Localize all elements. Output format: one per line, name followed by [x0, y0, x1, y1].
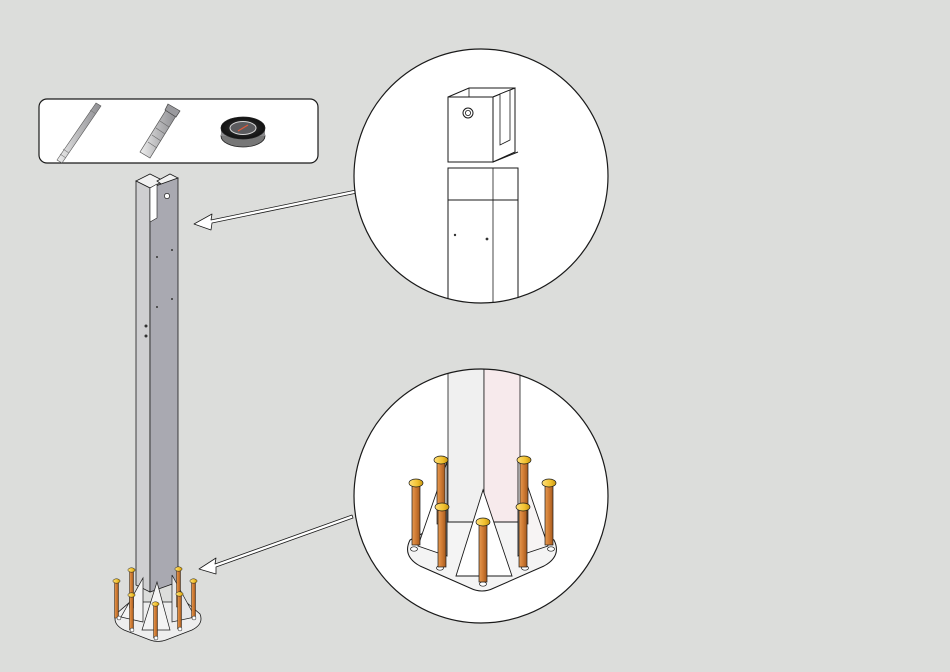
- base-plate: [115, 575, 201, 642]
- callout-arrow-top: [194, 190, 357, 230]
- bearing-ring-icon: [221, 117, 265, 147]
- steel-post: [136, 174, 178, 592]
- anchor-bolt: [119, 597, 123, 617]
- base-plate-detail: [354, 365, 608, 623]
- hardware-box: [39, 99, 318, 163]
- callout-arrow-base: [199, 515, 353, 574]
- top-bracket-detail: [354, 49, 608, 310]
- clevis-hole: [164, 193, 169, 198]
